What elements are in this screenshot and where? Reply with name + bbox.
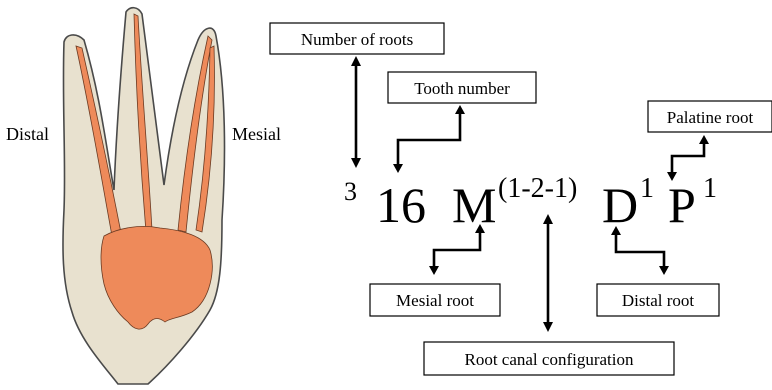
palatine-root-label: Palatine root (667, 108, 754, 127)
root-canal-configuration-label: Root canal configuration (464, 350, 634, 369)
number-of-roots-callout: Number of roots (270, 23, 444, 54)
formula-tooth-number: 16 (376, 177, 426, 233)
distal-root-wire (616, 234, 664, 267)
formula-palatine-letter: P (668, 177, 696, 233)
mesial-root-wire (434, 232, 480, 267)
formula-mesial-letter: M (452, 177, 496, 233)
root-canal-configuration-callout: Root canal configuration (424, 342, 674, 375)
configuration-arrow-down (543, 322, 553, 332)
distal-root-label: Distal root (622, 291, 695, 310)
mesial-label: Mesial (232, 124, 281, 144)
tooth-number-callout: Tooth number (388, 72, 536, 103)
mesial-root-callout: Mesial root (370, 284, 500, 316)
tooth-formula: 3 16 M (1-2-1) D 1 P 1 (344, 173, 717, 233)
mesial-root-arrow-down (429, 266, 439, 275)
distal-root-callout: Distal root (597, 284, 719, 316)
configuration-arrow-up (543, 214, 553, 224)
tooth-illustration (63, 8, 225, 384)
formula-roots-count: 3 (344, 177, 357, 206)
tooth-number-label: Tooth number (414, 79, 510, 98)
formula-palatine-config: 1 (703, 173, 717, 204)
palatine-wire (672, 142, 704, 174)
palatine-root-callout: Palatine root (648, 101, 772, 132)
tooth-number-arrow-up (455, 105, 465, 114)
tooth-number-wire (398, 112, 460, 166)
formula-distal-config: 1 (640, 173, 654, 204)
palatine-arrow-up (699, 135, 709, 144)
distal-root-arrow-down (659, 266, 669, 275)
formula-mesial-config: (1-2-1) (498, 173, 577, 204)
mesial-root-label: Mesial root (396, 291, 474, 310)
formula-distal-letter: D (602, 177, 638, 233)
roots-arrow-head-down (351, 158, 361, 168)
roots-arrow-head-up (351, 56, 361, 66)
distal-label: Distal (6, 124, 49, 144)
number-of-roots-label: Number of roots (301, 30, 413, 49)
tooth-number-arrow-down (393, 164, 403, 173)
